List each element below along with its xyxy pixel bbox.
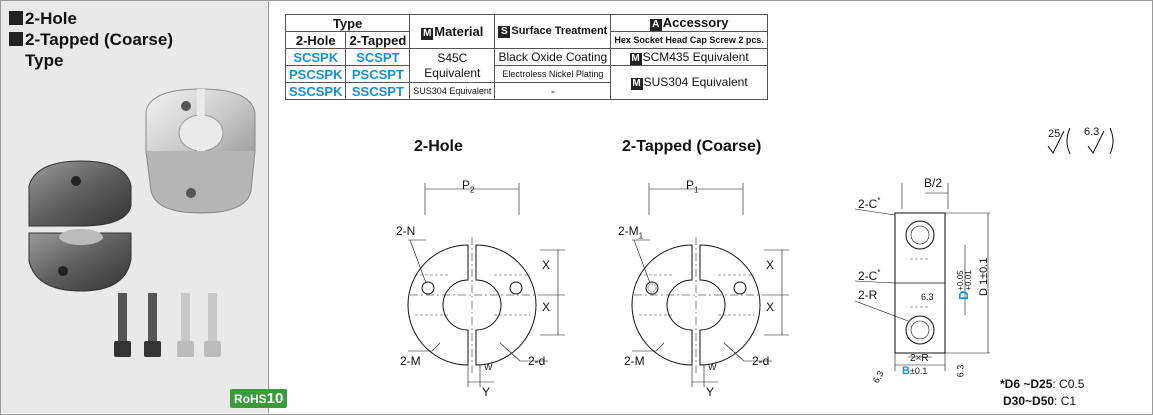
- dark-collar: [28, 160, 132, 292]
- surface-nickel: Electroless Nickel Plating: [494, 65, 612, 83]
- dim-y-b: Y: [706, 385, 715, 399]
- drawing-title-2tapped: 2-Tapped (Coarse): [622, 138, 762, 155]
- title-2tapped: 2-Tapped (Coarse): [9, 30, 173, 50]
- dim-2c-mid: 2-C*: [858, 268, 881, 283]
- dim-2m-b: 2-M: [624, 354, 645, 368]
- dim-2d: 2-d: [528, 354, 546, 368]
- row-tapped-3: SSCSPT: [345, 82, 411, 100]
- silver-collar: [145, 88, 256, 214]
- col-2tapped: 2-Tapped: [345, 31, 411, 49]
- dim-x2: X: [542, 300, 551, 314]
- dim-2d-b: 2-d: [752, 354, 770, 368]
- dim-2m1: 2-M1: [618, 224, 644, 241]
- dim-2r: 2-R: [858, 288, 878, 302]
- dim-2c-top: 2-C*: [858, 196, 881, 211]
- row-tapped-2: PSCSPT: [345, 65, 411, 83]
- col-2hole: 2-Hole: [284, 31, 347, 49]
- row-hole-3: SSCSPK: [284, 82, 347, 100]
- dim-2m: 2-M: [400, 354, 421, 368]
- rohs-badge: RoHS10: [230, 389, 288, 408]
- dim-2n: 2-N: [396, 224, 416, 238]
- dim-p1: P1: [686, 178, 699, 195]
- dim-b: B±0.1: [902, 365, 928, 377]
- drawing-2hole: [407, 183, 565, 387]
- surface-none: -: [494, 82, 612, 100]
- chamfer-note-1: *D6 ~D25: C0.5: [1000, 377, 1085, 391]
- dim-x1: X: [542, 258, 551, 272]
- square-bullet-icon: [9, 11, 23, 25]
- product-photo-panel: 2-Hole 2-Tapped (Coarse) Type: [1, 1, 288, 413]
- title-2hole: 2-Hole: [9, 9, 77, 29]
- row-tapped-1: SCSPT: [345, 48, 411, 66]
- cap-screws: [114, 293, 221, 357]
- square-bullet-icon: [9, 32, 23, 46]
- dim-w: W: [484, 362, 493, 372]
- accessory-sub: Hex Socket Head Cap Screw 2 pcs.: [610, 31, 768, 49]
- dim-b2: B/2: [924, 176, 943, 190]
- type-header: Type: [284, 14, 411, 32]
- surface-black: Black Oxide Coating: [494, 48, 612, 66]
- dim-x2-b: X: [766, 300, 775, 314]
- row-hole-2: PSCSPK: [284, 65, 347, 83]
- drawing-2tapped: [631, 183, 789, 387]
- product-photo: [28, 88, 256, 357]
- dim-y: Y: [482, 385, 491, 399]
- row-hole-1: SCSPK: [284, 48, 347, 66]
- material-sus304: SUS304 Equivalent: [409, 82, 496, 100]
- chamfer-note-2: D30~D50: C1: [1003, 394, 1077, 408]
- dim-r63: 6.3: [921, 292, 934, 302]
- dim-d-outer: D 1±0.1: [978, 257, 990, 296]
- dim-x1-b: X: [766, 258, 775, 272]
- title-type: Type: [25, 51, 64, 70]
- dim-d-inner: D+0.05+0.01: [955, 270, 973, 300]
- dim-2xr: 2×R: [910, 353, 929, 364]
- dim-p2: P2: [462, 178, 475, 195]
- drawing-side-view: [854, 183, 990, 371]
- dim-63-right: 6.3: [955, 364, 966, 378]
- dim-w-b: W: [708, 362, 717, 372]
- drawing-title-2hole: 2-Hole: [414, 138, 463, 155]
